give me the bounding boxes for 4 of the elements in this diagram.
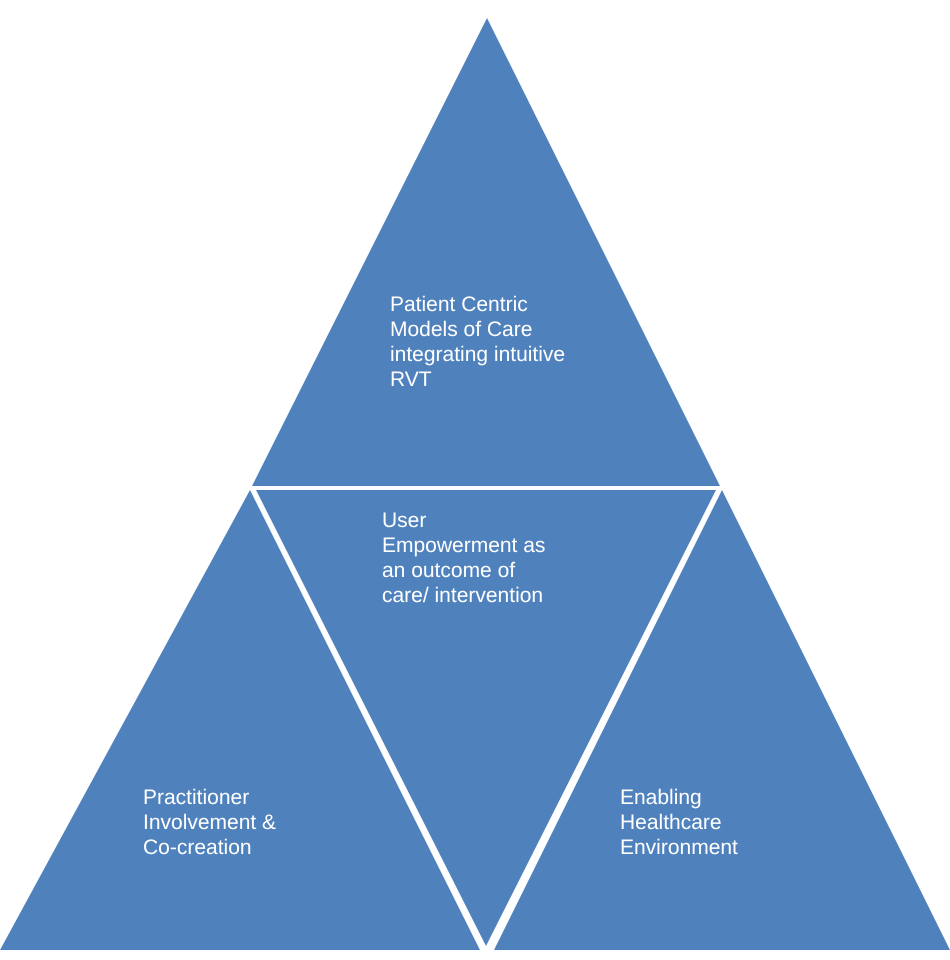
triangle-label: Practitioner Involvement & Co-creation [143, 785, 278, 860]
triangle-label: Enabling Healthcare Environment [620, 785, 739, 860]
triangle-label: Patient Centric Models of Care integrating intuitive RVT [390, 292, 566, 392]
triangle-label: User Empowerment as an outcome of care/ intervention [382, 508, 546, 608]
